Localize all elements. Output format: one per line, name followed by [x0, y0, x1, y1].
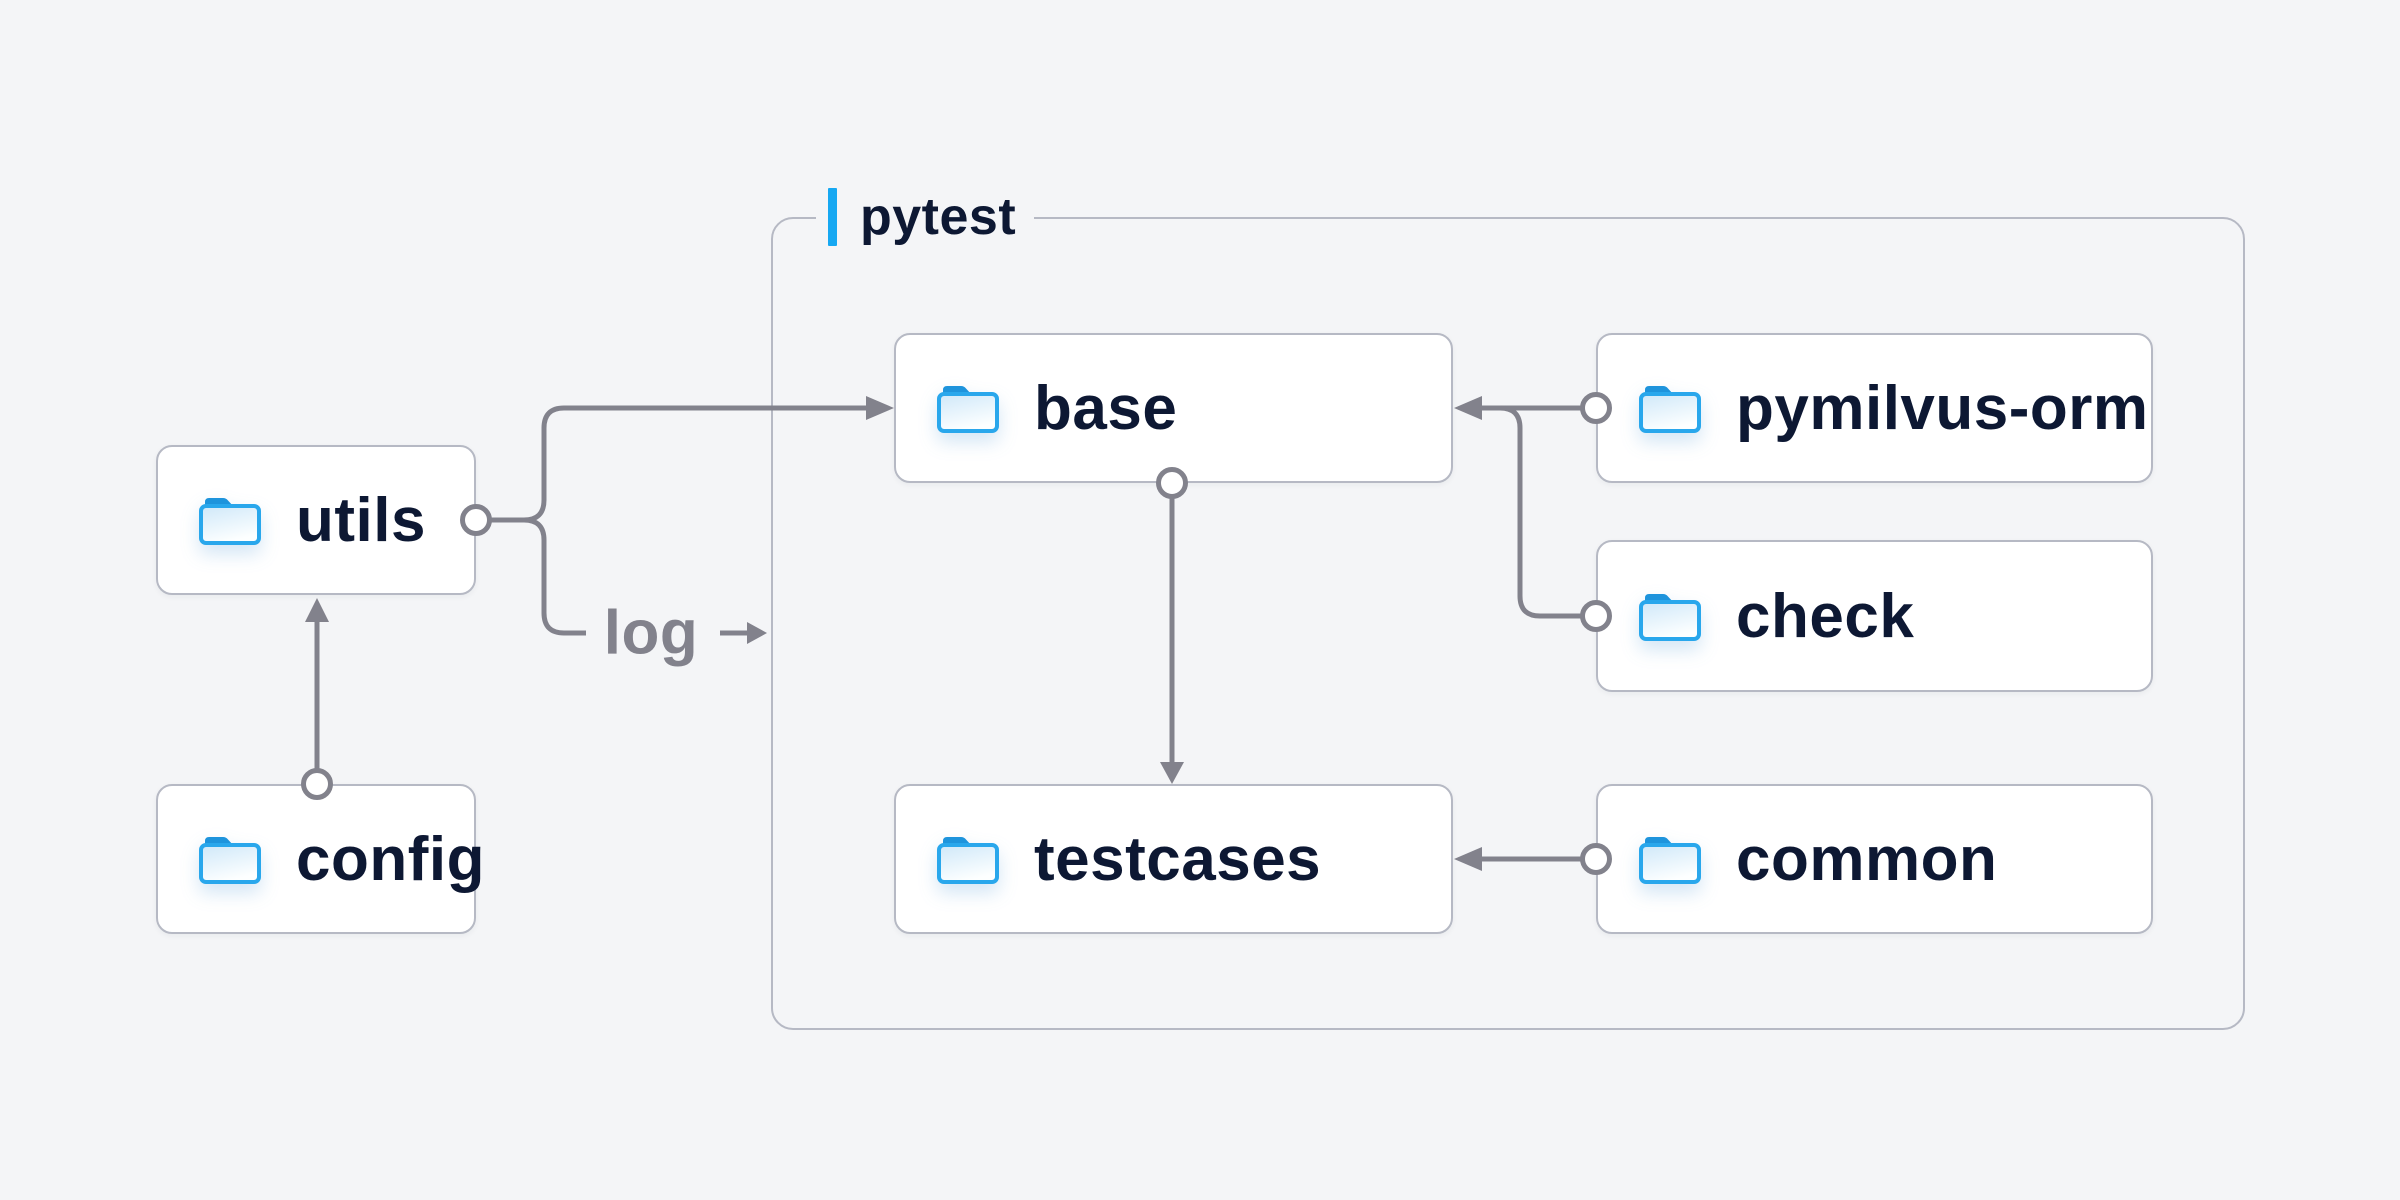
- node-check: check: [1596, 540, 2153, 692]
- folder-icon: [198, 494, 262, 546]
- node-label: common: [1736, 824, 1998, 894]
- edge-utils-log: [523, 517, 586, 636]
- node-label: check: [1736, 581, 1915, 651]
- node-label: config: [296, 824, 485, 894]
- edge-label-log: log: [603, 598, 699, 668]
- node-common: common: [1596, 784, 2153, 934]
- folder-icon: [936, 382, 1000, 434]
- node-label: pymilvus-orm: [1736, 373, 2149, 443]
- node-testcases: testcases: [894, 784, 1453, 934]
- folder-icon: [1638, 382, 1702, 434]
- node-label: base: [1034, 373, 1178, 443]
- node-utils: utils: [156, 445, 476, 595]
- folder-icon: [936, 833, 1000, 885]
- accent-bar: [828, 188, 837, 246]
- pytest-group-title: pytest: [860, 188, 1017, 246]
- folder-icon: [1638, 590, 1702, 642]
- node-label: utils: [296, 485, 426, 555]
- pytest-group-label: pytest: [816, 188, 1035, 246]
- node-config: config: [156, 784, 484, 934]
- arrowhead-log: [747, 622, 767, 644]
- folder-icon: [1638, 833, 1702, 885]
- node-pymilvus-orm: pymilvus-orm: [1596, 333, 2153, 483]
- pytest-group-container: [771, 217, 2245, 1030]
- folder-icon: [198, 833, 262, 885]
- arrowhead-into-utils: [305, 598, 329, 622]
- node-base: base: [894, 333, 1453, 483]
- node-label: testcases: [1034, 824, 1322, 894]
